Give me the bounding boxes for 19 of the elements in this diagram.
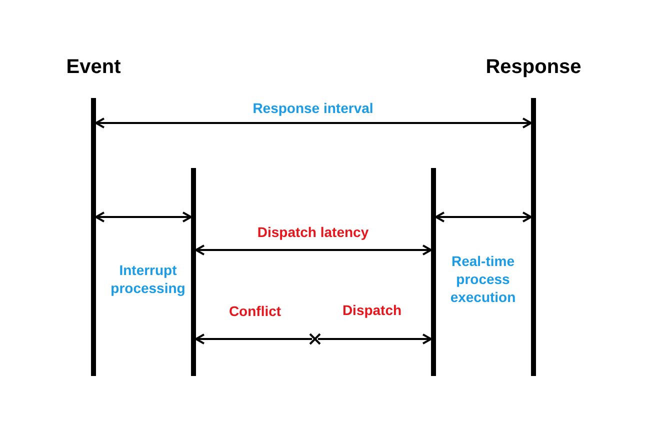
- edge-label: Response interval: [252, 99, 374, 117]
- edge-label: Dispatch latency: [256, 223, 370, 241]
- timeline-bar: [91, 98, 96, 376]
- edge-label: Real-time process execution: [449, 252, 517, 306]
- edge-label: Interrupt processing: [110, 261, 186, 297]
- cross-mark: [309, 333, 321, 345]
- timeline-bar: [431, 168, 436, 376]
- heading-text: Response: [486, 56, 582, 79]
- double-arrow: [435, 212, 532, 222]
- timeline-bar: [191, 168, 196, 376]
- double-arrow: [195, 244, 432, 256]
- edge-label: Dispatch: [341, 301, 403, 319]
- timeline-bar: [531, 98, 536, 376]
- arrow: [318, 334, 432, 344]
- double-arrow: [95, 212, 192, 222]
- edge-label: Conflict: [228, 302, 282, 320]
- arrow: [195, 334, 312, 344]
- heading-text: Event: [66, 56, 121, 79]
- double-arrow: [95, 118, 532, 128]
